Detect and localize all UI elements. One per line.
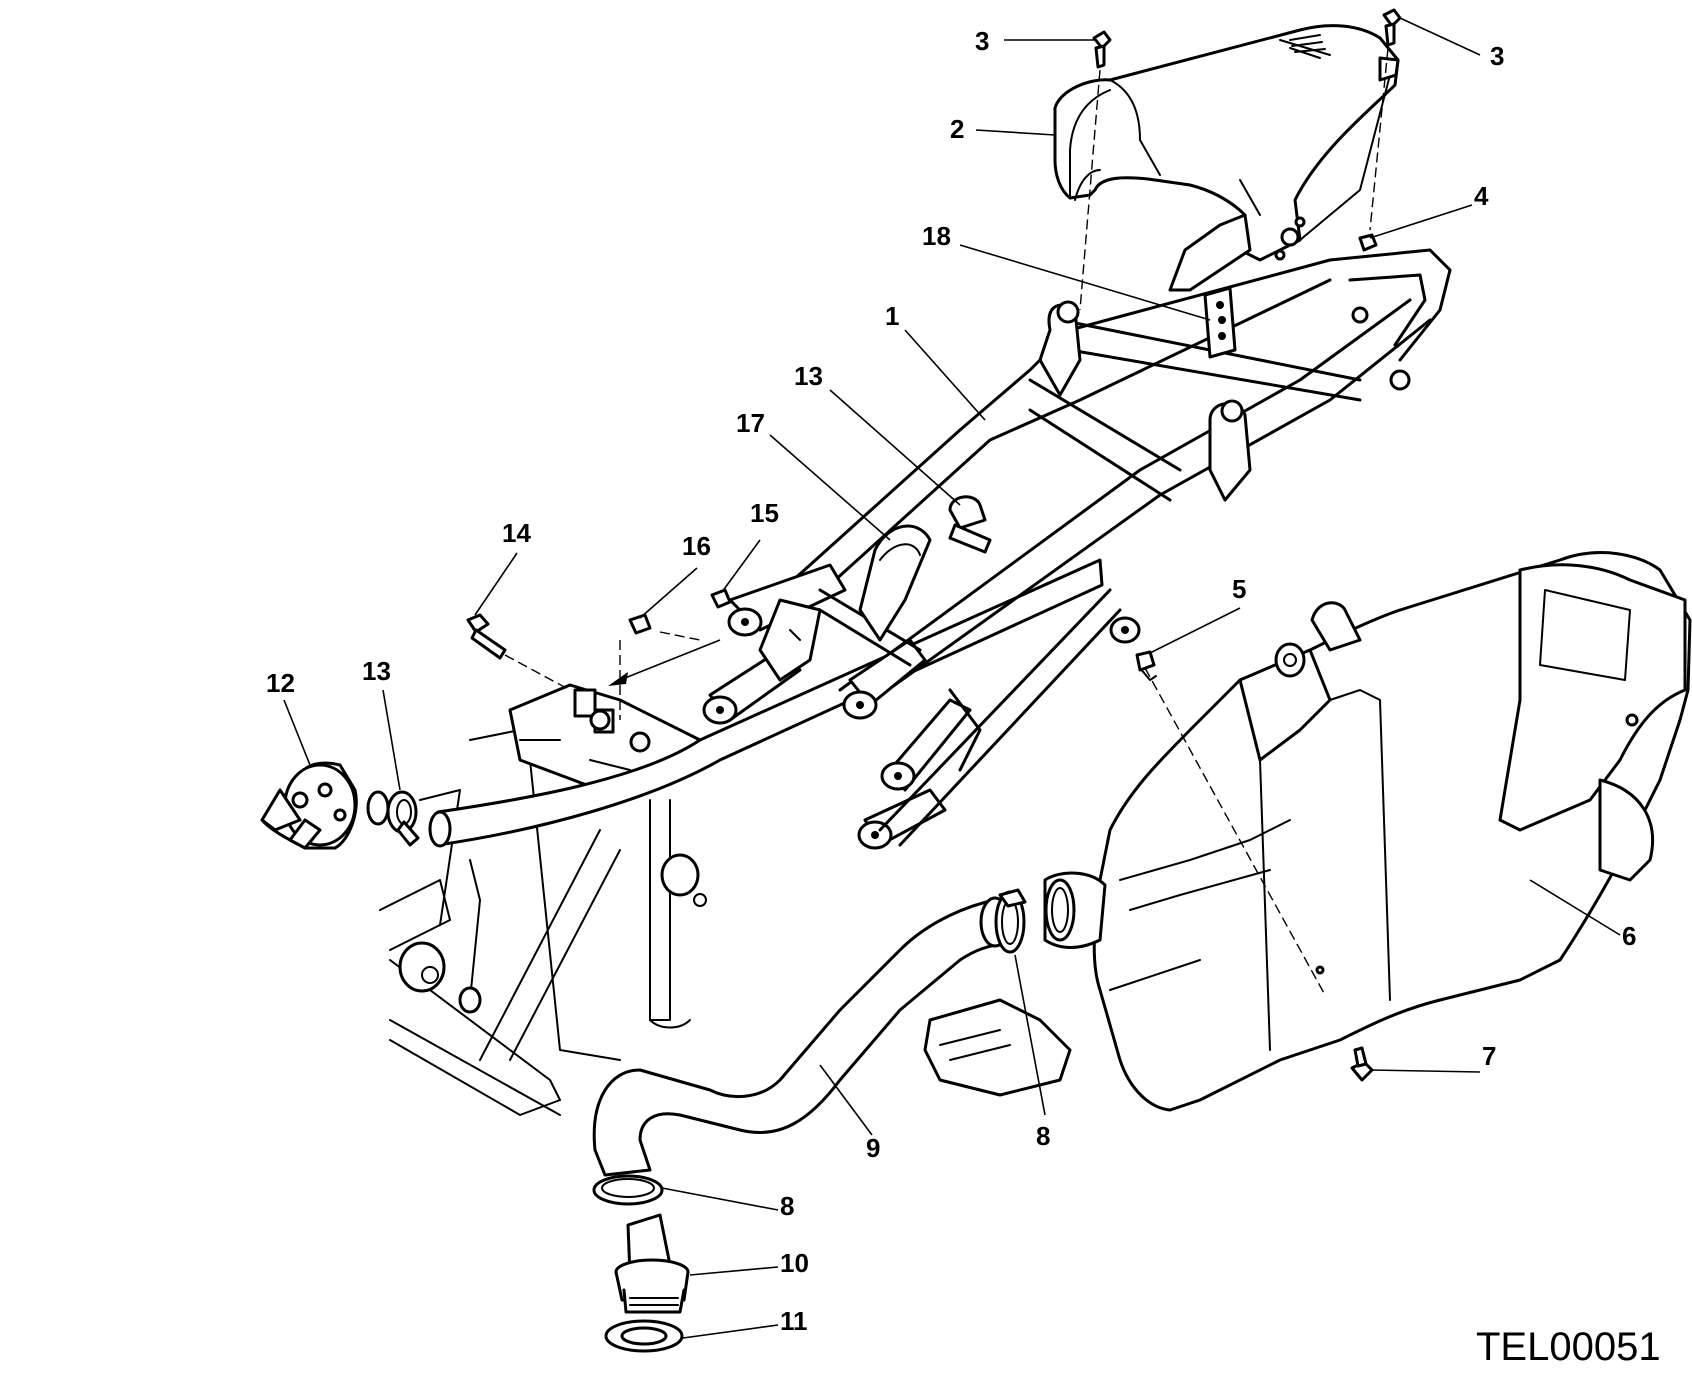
callout-3-left: 3 [975,26,989,56]
callout-5: 5 [1232,574,1246,604]
bolt-3-right [1382,8,1402,47]
tank-6 [923,551,1692,1112]
filler-neck-10 [614,1213,690,1314]
tail-cowl-2 [1053,24,1400,292]
callout-16: 16 [682,531,711,561]
callout-17: 17 [736,408,765,438]
callout-18: 18 [922,221,951,251]
rear-subframe [428,248,1452,850]
callout-3-right: 3 [1490,41,1504,71]
bolt-7 [1350,1046,1374,1082]
callout-8-lower: 8 [780,1191,794,1221]
main-frame-section [379,683,707,1116]
callout-11: 11 [780,1306,808,1336]
callout-6: 6 [1622,921,1636,951]
callout-9: 9 [866,1133,880,1163]
clamp-8-upper [994,888,1027,954]
cap-12 [260,761,390,850]
callout-8-upper: 8 [1036,1121,1050,1151]
clamp-8-lower [592,1169,664,1206]
callout-14: 14 [502,518,531,548]
hose-17 [858,524,932,642]
callout-4: 4 [1474,181,1489,211]
callout-13-lower: 13 [362,656,391,686]
callout-13-upper: 13 [794,361,823,391]
callout-7: 7 [1482,1041,1496,1071]
washer-11 [604,1319,684,1353]
callout-12: 12 [266,668,295,698]
leader-lines [283,17,1621,1339]
callout-2: 2 [950,114,964,144]
nut-5 [1135,650,1157,681]
bolt-3-left [1092,30,1112,69]
drawing-reference-code: TEL00051 [1476,1325,1661,1369]
callout-10: 10 [780,1248,809,1278]
bracket-18 [1203,286,1237,359]
nut-16 [628,613,652,635]
clip-13-lower [386,790,420,847]
callout-1: 1 [885,301,899,331]
nut-15 [710,588,732,609]
arrow-marker [608,639,721,686]
callout-15: 15 [750,498,779,528]
callouts: 3 3 2 4 18 1 13 17 15 16 14 12 13 5 6 7 … [266,26,1636,1336]
clip-13-upper [948,495,992,554]
bolt-14 [466,613,507,660]
nut-4 [1358,233,1378,252]
